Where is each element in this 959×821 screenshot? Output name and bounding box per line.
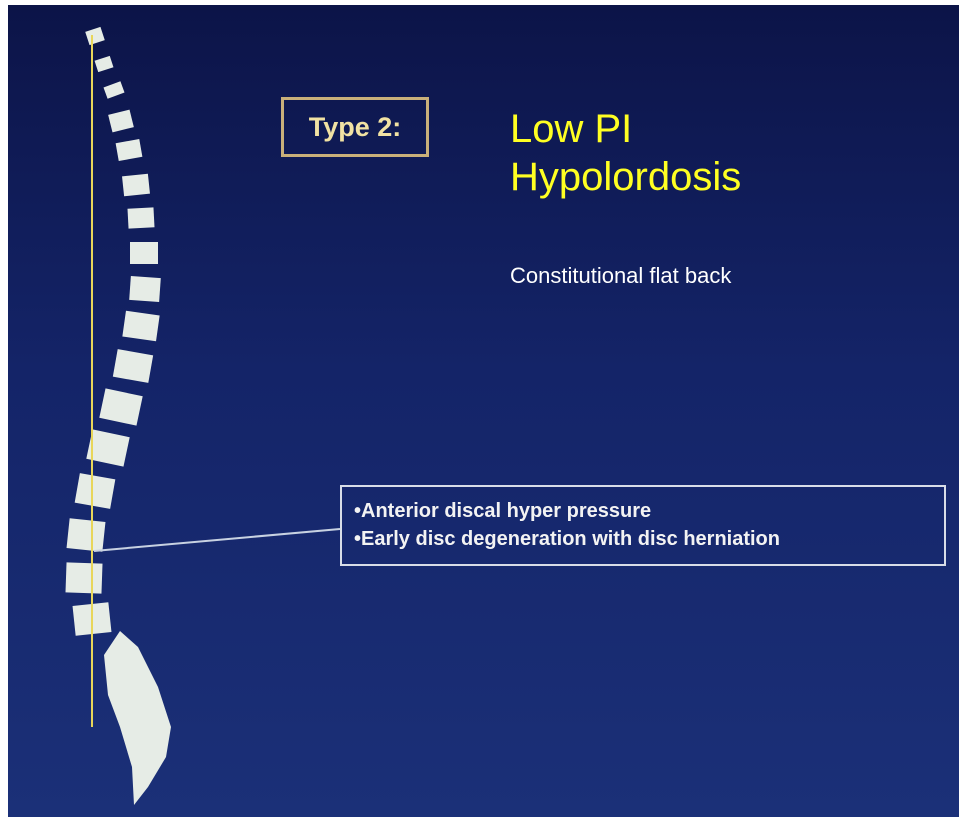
callout-item: •Anterior discal hyper pressure — [354, 497, 932, 525]
sacrum — [104, 631, 171, 805]
type-label: Type 2: — [309, 112, 402, 143]
vertebra — [116, 139, 143, 161]
vertebra — [95, 56, 114, 72]
title: Low PI Hypolordosis — [510, 105, 741, 201]
vertebra — [65, 562, 102, 593]
callout-pointer-line — [94, 529, 340, 551]
vertebra — [67, 518, 106, 552]
subtitle: Constitutional flat back — [510, 263, 731, 289]
vertebra — [108, 110, 134, 133]
type-label-box: Type 2: — [281, 97, 429, 157]
vertebra — [122, 311, 159, 341]
vertebra — [99, 388, 142, 425]
callout-item: •Early disc degeneration with disc herni… — [354, 525, 932, 553]
vertebra — [103, 81, 124, 98]
vertebra — [129, 276, 161, 302]
title-line-2: Hypolordosis — [510, 153, 741, 201]
vertebra — [75, 473, 116, 509]
callout-box: •Anterior discal hyper pressure •Early d… — [340, 485, 946, 566]
vertebra — [122, 174, 150, 197]
slide: Type 2: Low PI Hypolordosis Constitution… — [8, 5, 959, 817]
title-line-1: Low PI — [510, 105, 741, 153]
vertebra — [85, 27, 105, 45]
vertebral-column — [65, 27, 160, 636]
spine-diagram — [8, 5, 959, 817]
vertebra — [113, 349, 153, 383]
vertebra — [127, 207, 154, 228]
vertebra — [130, 242, 158, 264]
